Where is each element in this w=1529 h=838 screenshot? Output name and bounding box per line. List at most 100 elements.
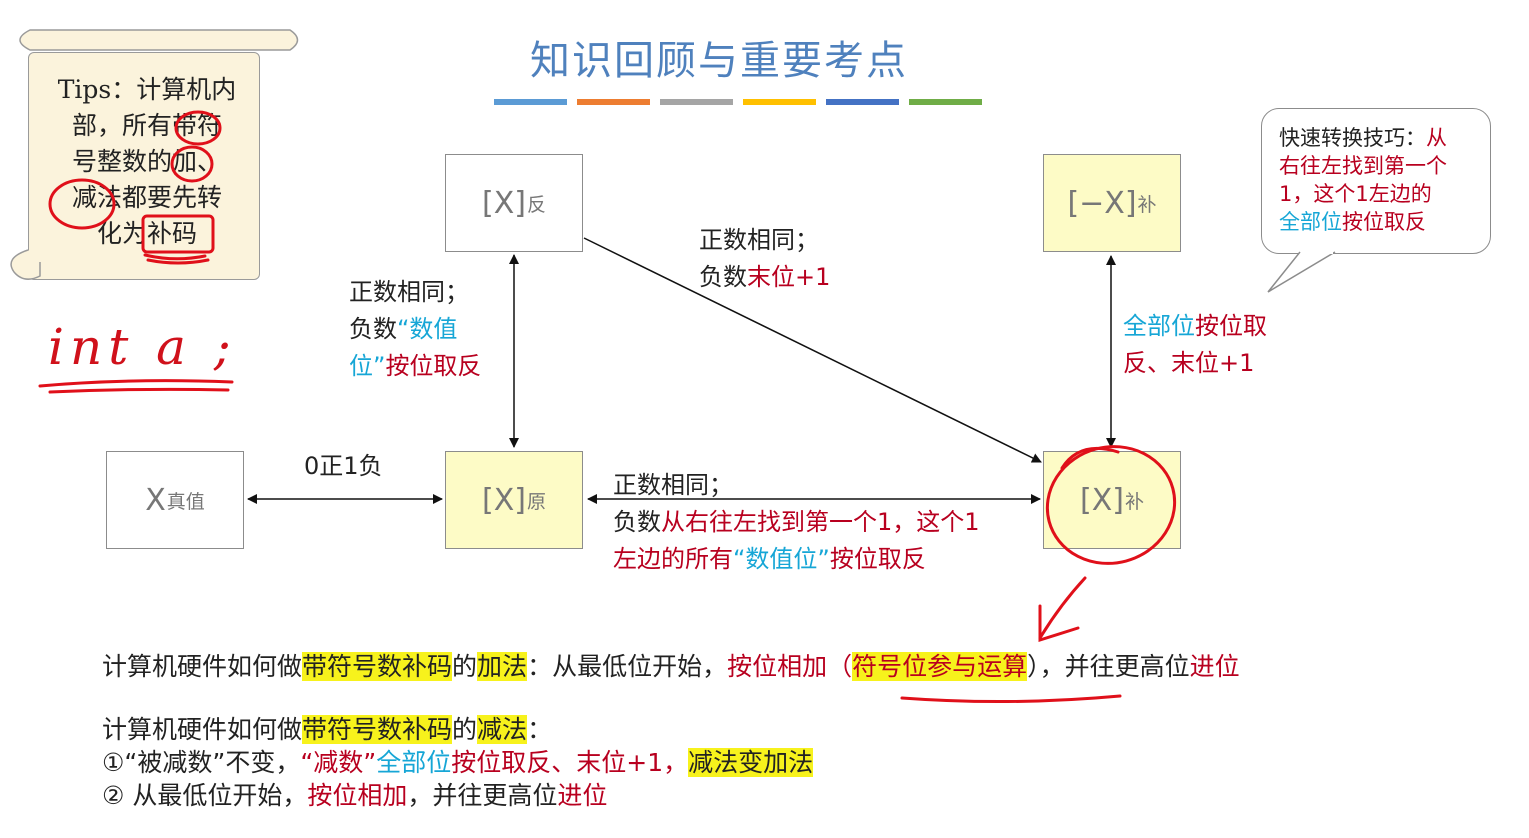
edge-label-part: 末位+1: [747, 263, 831, 291]
page-title: 知识回顾与重要考点: [530, 38, 908, 84]
text-part: “减数”: [300, 748, 377, 777]
title-underline-bars: [494, 99, 982, 105]
node-subscript: 反: [526, 193, 546, 216]
annotation-box: [141, 214, 215, 254]
tips-line: 减法都要先转: [71, 183, 222, 212]
text-part: 按位相加（: [727, 652, 853, 681]
edge-label-line: 反、末位+1: [1123, 349, 1255, 377]
text-part: 减法变加法: [688, 748, 814, 777]
bubble-text: 快速转换技巧：从 右往左找到第一个 1，这个1左边的 全部位按位取反: [1279, 124, 1479, 236]
node-subscript: 真值: [166, 490, 205, 513]
text-part: 减法: [477, 715, 528, 744]
edge-label-true-original: 0正1负: [304, 452, 383, 480]
node-original-code: [X]原: [445, 451, 583, 549]
edge-label-part: 负数: [613, 508, 661, 536]
annotation-arrow: [1038, 604, 1080, 643]
node-subscript: 原: [526, 490, 546, 513]
edge-label-part: 负数: [349, 315, 397, 343]
edge-label-part: 位”: [349, 352, 386, 380]
edge-label-part: “数值: [397, 315, 458, 343]
text-part: 进位: [557, 781, 608, 810]
tip-bubble: [1261, 108, 1491, 254]
text-part: 按位相加: [307, 781, 408, 810]
tips-text: Tips：计算机内 部，所有带符 号整数的加、 减法都要先转 化为补码: [42, 72, 252, 252]
edge-label-part: 负数: [699, 263, 747, 291]
annotation-circle: [1060, 446, 1120, 470]
annotation-circle: [48, 178, 116, 230]
tips-line: Tips：计算机内: [57, 75, 237, 104]
annotation-circle: [1045, 445, 1177, 565]
annotation-circle: [170, 145, 214, 183]
addition-paragraph: 计算机硬件如何做带符号数补码的加法：从最低位开始，按位相加（符号位参与运算），并…: [102, 650, 1240, 683]
color-bar: [660, 99, 733, 105]
tips-line: 化为补码: [96, 219, 197, 248]
tips-line: 部，所有带符: [71, 111, 222, 140]
edge-label-part: “数值位”: [733, 545, 830, 573]
text-part: 计算机硬件如何做: [102, 652, 303, 681]
edge-label-part: 左边的所有: [613, 545, 733, 573]
tips-line: 号整数的加、: [71, 147, 222, 176]
text-part: 计算机硬件如何做: [102, 715, 303, 744]
bubble-text-part: 全部位: [1279, 210, 1342, 234]
color-bar: [494, 99, 567, 105]
text-part: ），并往更高位: [1027, 652, 1190, 681]
edge-label-line: 正数相同；: [349, 278, 469, 306]
text-part: 带符号数补码: [302, 715, 453, 744]
text-part: ：从最低位开始，: [527, 652, 728, 681]
annotation-arrow: [1038, 576, 1087, 640]
node-label: [X]: [482, 482, 526, 518]
text-part: ①“被减数”不变，: [102, 748, 301, 777]
edge-label-ones-twos: 正数相同； 负数末位+1: [699, 222, 830, 296]
node-neg-twos-complement: [−X]补: [1043, 154, 1181, 252]
node-label: [−X]: [1067, 185, 1137, 221]
text-part: ，并往更高位: [407, 781, 558, 810]
color-bar: [826, 99, 899, 105]
edge-label-part: 按位取反: [829, 545, 926, 573]
arrow-ones-twos: [583, 237, 1042, 463]
edge-label-part: 从右往左找到第一个1，这个1: [661, 508, 980, 536]
color-bar: [577, 99, 650, 105]
text-part: ② 从最低位开始，: [102, 781, 308, 810]
handwritten-code: int a ;: [48, 318, 237, 376]
annotation-underline: [48, 387, 230, 394]
text-part: 全部位: [376, 748, 452, 777]
subtraction-paragraph: 计算机硬件如何做带符号数补码的减法： ①“被减数”不变，“减数”全部位按位取反、…: [102, 713, 814, 812]
edge-label-twos-negtwos: 全部位按位取 反、末位+1: [1123, 308, 1267, 382]
annotation-circle: [174, 110, 222, 146]
edge-label-part: 按位取: [1195, 312, 1267, 340]
edge-label-original-ones: 正数相同； 负数“数值 位”按位取反: [349, 274, 481, 385]
annotation-underline: [38, 379, 234, 388]
text-part: 符号位参与运算: [852, 652, 1028, 681]
text-part: 按位取反、末位+1，: [451, 748, 689, 777]
text-part: 的: [452, 652, 478, 681]
bubble-text-part: 按位取反: [1342, 210, 1426, 234]
edge-label-part: 全部位: [1123, 312, 1195, 340]
edge-label-part: 按位取反: [385, 352, 482, 380]
text-part: 进位: [1189, 652, 1240, 681]
text-part: ：: [527, 715, 553, 744]
color-bar: [909, 99, 982, 105]
text-part: 加法: [477, 652, 528, 681]
node-ones-complement: [X]反: [445, 154, 583, 252]
color-bar: [743, 99, 816, 105]
node-subscript: 补: [1124, 490, 1144, 513]
bubble-text-part: 从: [1426, 126, 1447, 150]
bubble-text-part: 快速转换技巧：: [1279, 126, 1426, 150]
node-label: X: [145, 482, 166, 518]
bubble-line: 1，这个1左边的: [1279, 182, 1432, 206]
text-part: 的: [452, 715, 478, 744]
node-label: [X]: [482, 185, 526, 221]
annotation-underline: [143, 253, 207, 261]
edge-label-line: 正数相同；: [699, 226, 819, 254]
edge-label-original-twos: 正数相同； 负数从右往左找到第一个1，这个1 左边的所有“数值位”按位取反: [613, 467, 980, 578]
bubble-line: 右往左找到第一个: [1279, 154, 1447, 178]
annotation-underline: [900, 694, 1122, 704]
node-label: [X]: [1080, 482, 1124, 518]
node-subscript: 补: [1137, 193, 1157, 216]
annotation-underline: [146, 258, 210, 265]
